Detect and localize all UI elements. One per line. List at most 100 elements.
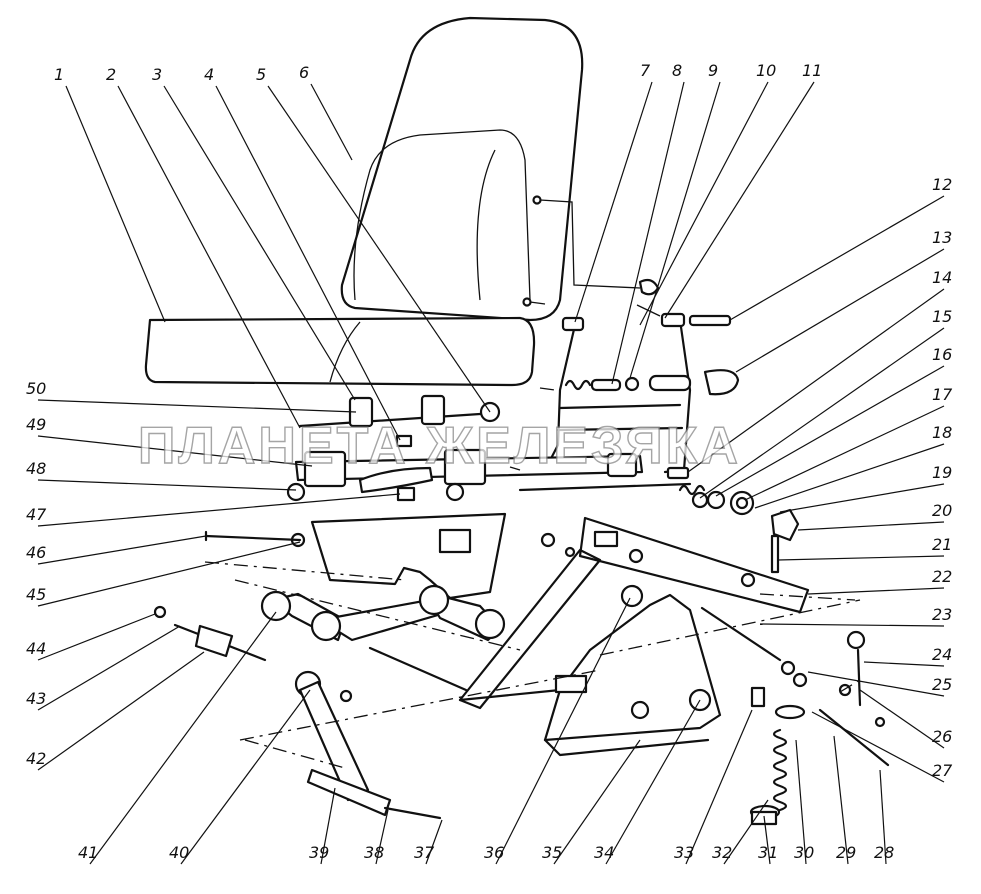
leader-line-42 <box>37 651 205 771</box>
knob-group <box>564 314 740 396</box>
leader-line-17 <box>744 405 945 501</box>
leader-line-11 <box>664 81 815 319</box>
leader-line-34 <box>605 699 701 865</box>
callout-31: 31 <box>758 843 778 862</box>
leader-line-9 <box>629 81 721 379</box>
callout-10: 10 <box>756 61 776 80</box>
leader-line-1 <box>65 85 166 323</box>
leader-line-30 <box>795 739 807 865</box>
callout-4: 4 <box>204 65 214 84</box>
leader-line-14 <box>687 288 945 473</box>
callout-1: 1 <box>54 65 64 84</box>
callout-13: 13 <box>932 228 952 247</box>
callout-35: 35 <box>542 843 562 862</box>
leader-line-26 <box>859 689 945 749</box>
leader-line-8 <box>611 81 685 385</box>
leader-line-23 <box>759 623 945 627</box>
callout-7: 7 <box>640 61 651 80</box>
callout-9: 9 <box>708 61 718 80</box>
torsion-bar <box>153 605 267 662</box>
callout-41: 41 <box>78 843 98 862</box>
callout-3: 3 <box>152 65 162 84</box>
leader-line-41 <box>89 611 277 865</box>
shock-absorber <box>294 670 442 820</box>
spring-assembly <box>700 606 890 826</box>
right-rail <box>540 516 810 614</box>
callout-50: 50 <box>26 379 46 398</box>
callout-48: 48 <box>26 459 46 478</box>
callout-40: 40 <box>169 843 189 862</box>
callout-24: 24 <box>932 645 952 664</box>
leader-line-3 <box>163 85 356 401</box>
callout-37: 37 <box>414 843 435 862</box>
backrest-pins <box>522 195 661 391</box>
leader-line-16 <box>715 365 945 497</box>
leader-line-46 <box>37 535 207 565</box>
callout-23: 23 <box>932 605 952 624</box>
upper-bracket <box>204 512 507 600</box>
callout-38: 38 <box>364 843 384 862</box>
leader-line-29 <box>833 735 849 865</box>
leader-line-45 <box>37 541 301 607</box>
leader-line-21 <box>777 555 945 561</box>
callout-25: 25 <box>932 675 952 694</box>
callout-30: 30 <box>794 843 814 862</box>
leader-line-40 <box>180 689 311 865</box>
callout-43: 43 <box>26 689 46 708</box>
callout-27: 27 <box>932 761 953 780</box>
watermark: ПЛАНЕТА ЖЕЛЕЗЯКА <box>138 417 741 475</box>
leader-line-5 <box>267 85 491 413</box>
callout-49: 49 <box>26 415 46 434</box>
callout-45: 45 <box>26 585 46 604</box>
callout-42: 42 <box>26 749 46 768</box>
leader-line-18 <box>754 443 945 509</box>
callout-16: 16 <box>932 345 952 364</box>
leader-line-37 <box>425 819 443 865</box>
axis-lines <box>204 561 861 769</box>
callout-5: 5 <box>256 65 266 84</box>
washer-stack <box>691 490 800 574</box>
callout-47: 47 <box>26 505 47 524</box>
leader-line-39 <box>320 787 336 865</box>
scissor-linkage <box>260 584 506 692</box>
callout-46: 46 <box>26 543 46 562</box>
leader-line-49 <box>37 435 313 467</box>
callout-17: 17 <box>932 385 953 404</box>
leader-line-28 <box>879 769 887 865</box>
callout-19: 19 <box>932 463 952 482</box>
leader-line-27 <box>811 711 945 783</box>
callout-12: 12 <box>932 175 952 194</box>
leader-line-24 <box>863 661 945 667</box>
callout-26: 26 <box>932 727 952 746</box>
leader-line-43 <box>37 625 181 711</box>
leader-line-33 <box>685 709 753 865</box>
leader-line-15 <box>699 327 945 499</box>
leader-line-13 <box>735 248 945 373</box>
seat-slide-mechanism <box>286 394 706 502</box>
callout-36: 36 <box>484 843 504 862</box>
callout-39: 39 <box>309 843 329 862</box>
callout-6: 6 <box>299 63 309 82</box>
lower-frame <box>458 548 722 757</box>
callout-15: 15 <box>932 307 952 326</box>
leader-line-22 <box>807 587 945 595</box>
callout-29: 29 <box>836 843 856 862</box>
leader-line-44 <box>37 613 156 661</box>
leader-line-12 <box>729 195 945 321</box>
callout-33: 33 <box>674 843 694 862</box>
leader-line-6 <box>310 83 353 161</box>
leader-line-35 <box>553 739 641 865</box>
leader-line-2 <box>117 85 301 429</box>
leader-line-36 <box>495 597 631 865</box>
callout-32: 32 <box>712 843 732 862</box>
leader-line-50 <box>37 399 357 413</box>
callout-11: 11 <box>802 61 822 80</box>
callout-22: 22 <box>932 567 952 586</box>
callout-34: 34 <box>594 843 614 862</box>
leader-line-10 <box>639 81 769 326</box>
callout-14: 14 <box>932 268 952 287</box>
callout-21: 21 <box>932 535 952 554</box>
leader-line-31 <box>763 815 771 865</box>
